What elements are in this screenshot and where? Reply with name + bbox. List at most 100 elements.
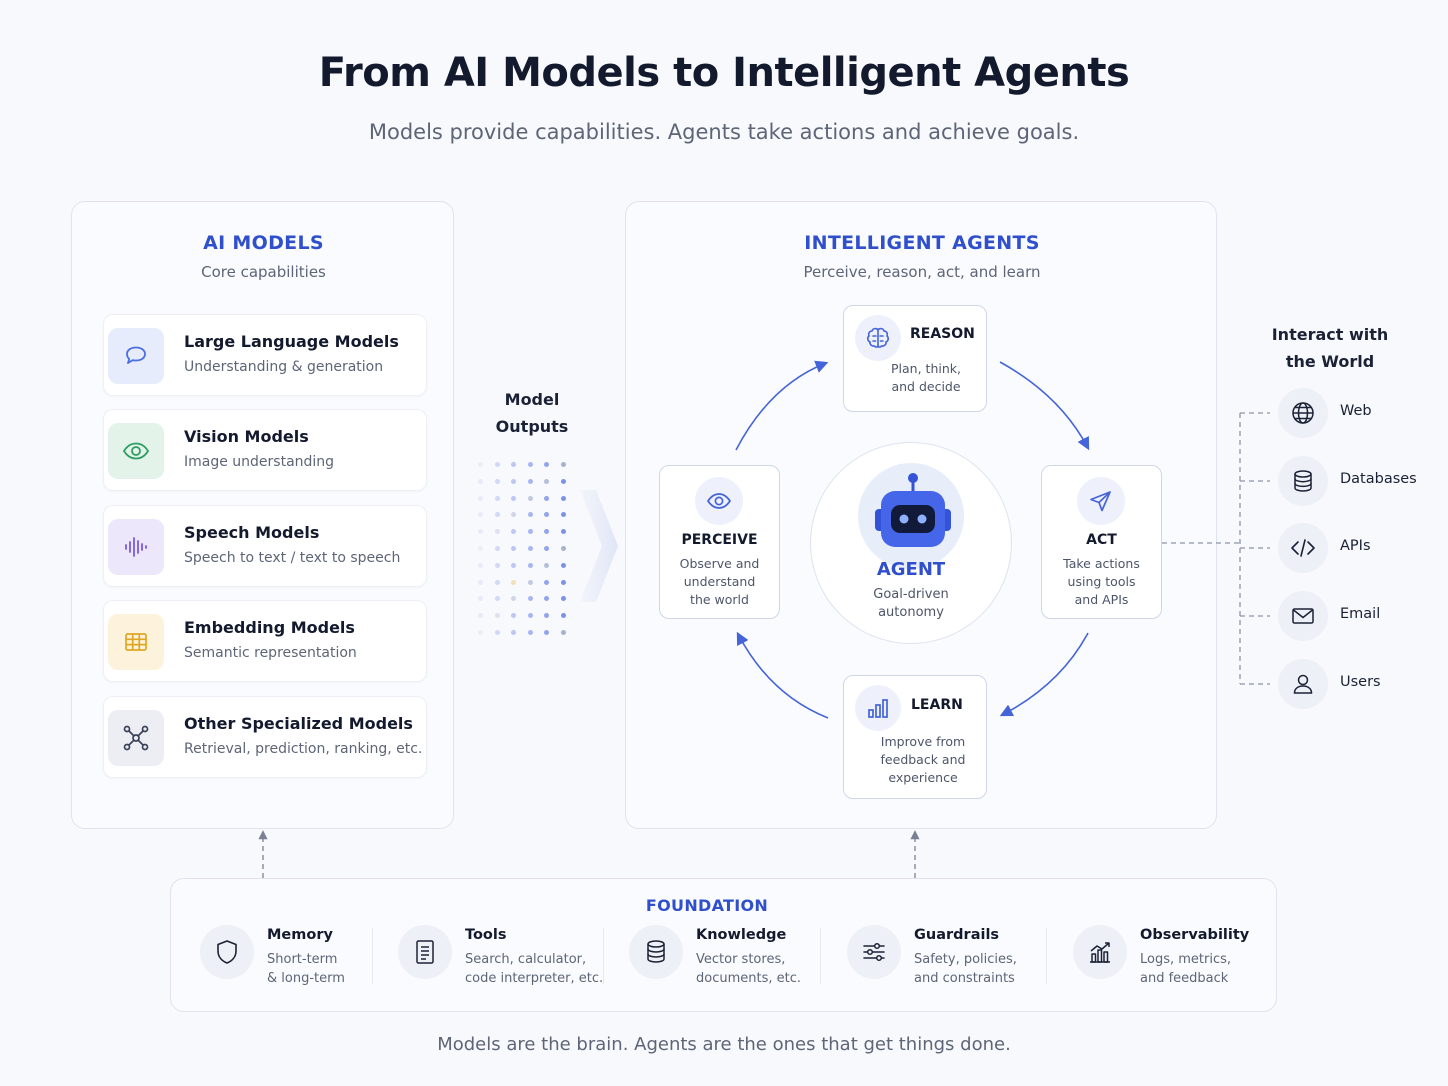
- foundation-item-desc: Vector stores, documents, etc.: [696, 950, 801, 988]
- foundation-item-knowledge[interactable]: Knowledge Vector stores, documents, etc.: [629, 920, 814, 1000]
- output-dot: [511, 462, 516, 467]
- output-dot: [494, 613, 500, 619]
- agent-core-line2: autonomy: [878, 605, 944, 620]
- output-dot: [511, 529, 516, 535]
- foundation-item-tools[interactable]: Tools Search, calculator, code interpret…: [398, 920, 603, 1000]
- output-dot: [560, 630, 566, 635]
- output-dot: [494, 462, 500, 467]
- world-item-users[interactable]: Users: [1278, 659, 1438, 709]
- output-dot: [527, 596, 533, 602]
- analytics-icon: [1073, 925, 1127, 979]
- footer-tagline: Models are the brain. Agents are the one…: [437, 1034, 1011, 1055]
- output-dot: [478, 613, 483, 619]
- output-dot: [527, 630, 533, 635]
- world-item-label: APIs: [1340, 538, 1371, 554]
- world-item-email[interactable]: Email: [1278, 591, 1438, 641]
- reason-line1: Plan, think,: [891, 361, 961, 376]
- page-title: From AI Models to Intelligent Agents: [318, 50, 1130, 96]
- model-card-speech[interactable]: Speech Models Speech to text / text to s…: [103, 505, 427, 587]
- foundation-item-desc: Search, calculator, code interpreter, et…: [465, 950, 603, 988]
- act-card[interactable]: ACT Take actions using tools and APIs: [1041, 465, 1162, 619]
- output-dot: [478, 478, 483, 484]
- waveform-icon: [108, 519, 164, 575]
- output-dot: [527, 546, 533, 551]
- perceive-desc: Observe and understand the world: [660, 555, 779, 609]
- model-card-llm[interactable]: Large Language Models Understanding & ge…: [103, 314, 427, 396]
- foundation-item-title: Knowledge: [696, 927, 787, 943]
- user-icon: [1278, 659, 1328, 709]
- agent-core-circle: AGENT Goal-driven autonomy: [810, 442, 1012, 644]
- perceive-title: PERCEIVE: [681, 532, 758, 548]
- world-item-label: Databases: [1340, 471, 1417, 487]
- output-dot: [478, 495, 483, 501]
- agent-core-line1: Goal-driven: [873, 587, 949, 602]
- output-dot: [494, 529, 500, 535]
- foundation-item-observability[interactable]: Observability Logs, metrics, and feedbac…: [1073, 920, 1258, 1000]
- brain-icon: [855, 315, 901, 361]
- output-dot: [544, 613, 549, 619]
- output-dot: [494, 562, 500, 568]
- output-dot: [511, 478, 516, 484]
- database-icon: [629, 925, 683, 979]
- model-card-other[interactable]: Other Specialized Models Retrieval, pred…: [103, 696, 427, 778]
- output-dot: [527, 613, 533, 619]
- output-dot: [527, 579, 533, 585]
- bar-chart-icon: [855, 685, 901, 731]
- learn-title: LEARN: [911, 697, 963, 713]
- chat-bubble-icon: [108, 328, 164, 384]
- output-dot: [478, 462, 483, 467]
- output-dot: [527, 512, 533, 518]
- output-dot: [527, 529, 533, 535]
- reason-line2: and decide: [891, 379, 961, 394]
- world-item-label: Users: [1340, 674, 1381, 690]
- output-dot: [527, 495, 533, 501]
- model-title: Other Specialized Models: [184, 714, 413, 733]
- output-dot: [560, 512, 566, 518]
- model-card-embedding[interactable]: Embedding Models Semantic representation: [103, 600, 427, 682]
- eye-icon: [695, 477, 743, 525]
- learn-line1: Improve from: [880, 734, 966, 749]
- output-dot: [560, 462, 566, 467]
- perceive-card[interactable]: PERCEIVE Observe and understand the worl…: [659, 465, 780, 619]
- model-title: Embedding Models: [184, 618, 355, 637]
- perceive-line2: understand: [683, 574, 756, 589]
- output-dot: [511, 512, 516, 518]
- foundation-item-line2: code interpreter, etc.: [465, 971, 604, 986]
- model-desc: Retrieval, prediction, ranking, etc.: [184, 741, 423, 757]
- output-dot: [544, 495, 549, 501]
- model-card-vision[interactable]: Vision Models Image understanding: [103, 409, 427, 491]
- foundation-item-line2: documents, etc.: [696, 971, 802, 986]
- model-desc: Semantic representation: [184, 645, 357, 661]
- act-line2: using tools: [1067, 574, 1136, 589]
- reason-desc: Plan, think, and decide: [864, 360, 988, 396]
- world-item-apis[interactable]: APIs: [1278, 523, 1438, 573]
- output-dot: [478, 546, 483, 551]
- foundation-item-desc: Short-term & long-term: [267, 950, 345, 988]
- world-title-line2: the World: [1285, 352, 1375, 371]
- perceive-line1: Observe and: [679, 556, 760, 571]
- robot-icon: [875, 473, 951, 547]
- page-subtitle: Models provide capabilities. Agents take…: [368, 120, 1080, 144]
- foundation-item-memory[interactable]: Memory Short-term & long-term: [200, 920, 370, 1000]
- world-item-web[interactable]: Web: [1278, 388, 1438, 438]
- world-title: Interact with the World: [1250, 321, 1410, 375]
- world-item-databases[interactable]: Databases: [1278, 456, 1438, 506]
- output-dot: [544, 579, 549, 585]
- output-dot: [511, 630, 516, 635]
- output-dot: [511, 562, 516, 568]
- output-dot: [511, 596, 516, 602]
- output-dot: [527, 462, 533, 467]
- code-icon: [1278, 523, 1328, 573]
- output-dot: [560, 596, 566, 602]
- output-dot: [511, 546, 516, 551]
- reason-card[interactable]: REASON Plan, think, and decide: [843, 305, 987, 412]
- model-title: Vision Models: [184, 427, 309, 446]
- foundation-item-line1: Short-term: [267, 952, 338, 967]
- output-dot: [527, 478, 533, 484]
- foundation-item-guardrails[interactable]: Guardrails Safety, policies, and constra…: [847, 920, 1032, 1000]
- output-dot: [478, 562, 483, 568]
- output-dot: [560, 529, 566, 535]
- model-desc: Image understanding: [184, 454, 335, 470]
- database-icon: [1278, 456, 1328, 506]
- learn-card[interactable]: LEARN Improve from feedback and experien…: [843, 675, 987, 799]
